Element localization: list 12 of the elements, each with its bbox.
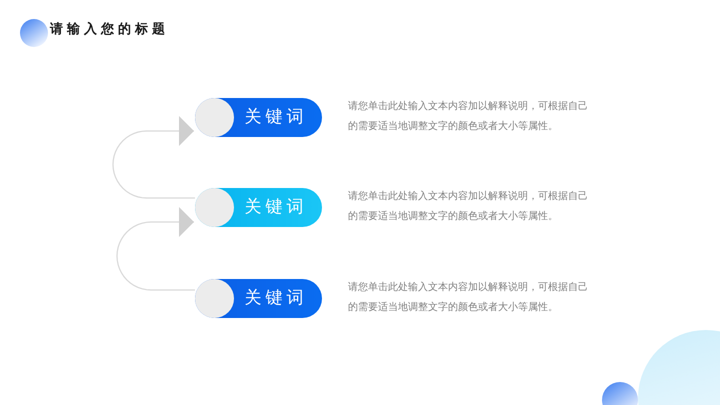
keyword-label: 关键词 — [244, 287, 308, 310]
description-text: 请您单击此处输入文本内容加以解释说明，可根据自己的需要适当地调整文字的颜色或者大小等属性。 — [348, 100, 589, 134]
keyword-label: 关键词 — [244, 106, 308, 129]
curved-arrow — [116, 207, 195, 291]
keyword-pill — [195, 188, 322, 227]
keyword-pill — [195, 98, 322, 137]
description-text: 请您单击此处输入文本内容加以解释说明，可根据自己的需要适当地调整文字的颜色或者大小等属性。 — [348, 190, 589, 224]
slide-title: 请输入您的标题 — [50, 22, 169, 38]
curved-arrow — [112, 116, 195, 199]
keyword-label: 关键词 — [244, 196, 308, 219]
keyword-pill — [195, 279, 322, 318]
description-text: 请您单击此处输入文本内容加以解释说明，可根据自己的需要适当地调整文字的颜色或者大小等属性。 — [348, 280, 589, 315]
